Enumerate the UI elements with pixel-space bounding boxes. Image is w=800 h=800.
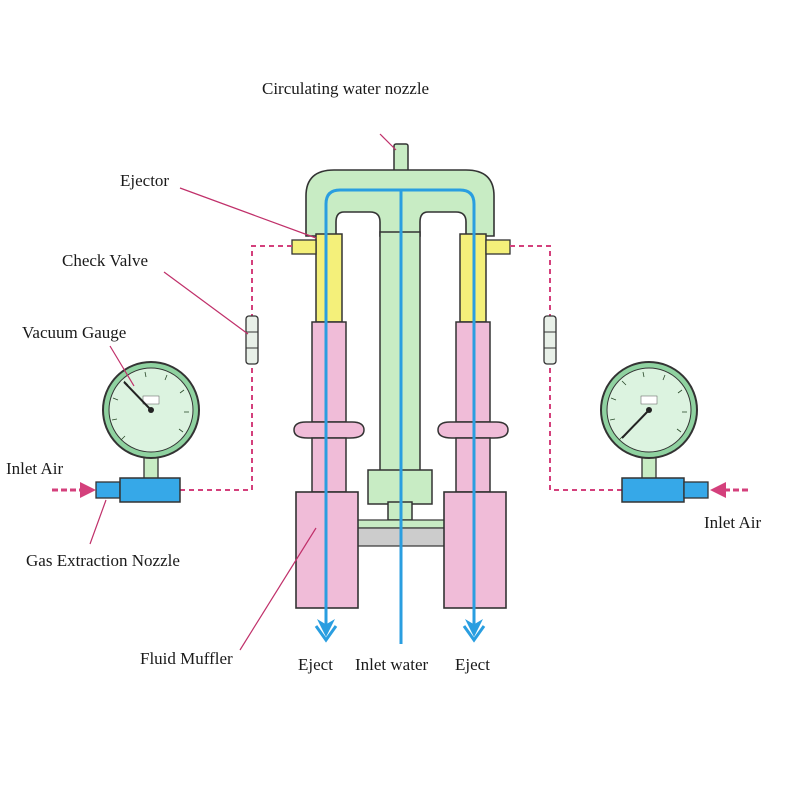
ejector-side-port-left — [291, 239, 317, 255]
check-valve-left — [245, 315, 259, 365]
label-gas-extraction-nozzle: Gas Extraction Nozzle — [26, 551, 180, 570]
ejector-side-port-right — [485, 239, 511, 255]
diffuser-tube-left — [311, 437, 347, 493]
label-inlet-air-right: Inlet Air — [704, 513, 761, 532]
eject-arrow-heads — [314, 625, 486, 643]
label-check-valve: Check Valve — [62, 251, 148, 270]
air-lines — [180, 245, 622, 491]
inlet-air-arrow-left — [52, 482, 96, 498]
label-vacuum-gauge: Vacuum Gauge — [22, 323, 126, 342]
ejector-left — [315, 233, 343, 323]
check-valve-right — [543, 315, 557, 365]
label-inlet-water: Inlet water — [355, 655, 428, 674]
label-inlet-air-left: Inlet Air — [6, 459, 63, 478]
flange-left — [293, 421, 365, 439]
label-ejector: Ejector — [120, 171, 169, 190]
inlet-air-arrow-right — [710, 482, 748, 498]
vacuum-gauge-right — [600, 361, 698, 483]
label-fluid-muffler: Fluid Muffler — [140, 649, 233, 668]
vacuum-gauge-left — [102, 361, 200, 483]
label-eject-left: Eject — [298, 655, 333, 674]
leader-lines — [89, 133, 397, 651]
gas-extraction-nozzle-right — [621, 477, 709, 503]
label-eject-right: Eject — [455, 655, 490, 674]
label-circulating-water-nozzle: Circulating water nozzle — [262, 79, 429, 98]
gas-extraction-nozzle-left — [95, 477, 181, 503]
water-flow-lines — [317, 188, 483, 644]
mixing-tube-left — [311, 321, 347, 423]
